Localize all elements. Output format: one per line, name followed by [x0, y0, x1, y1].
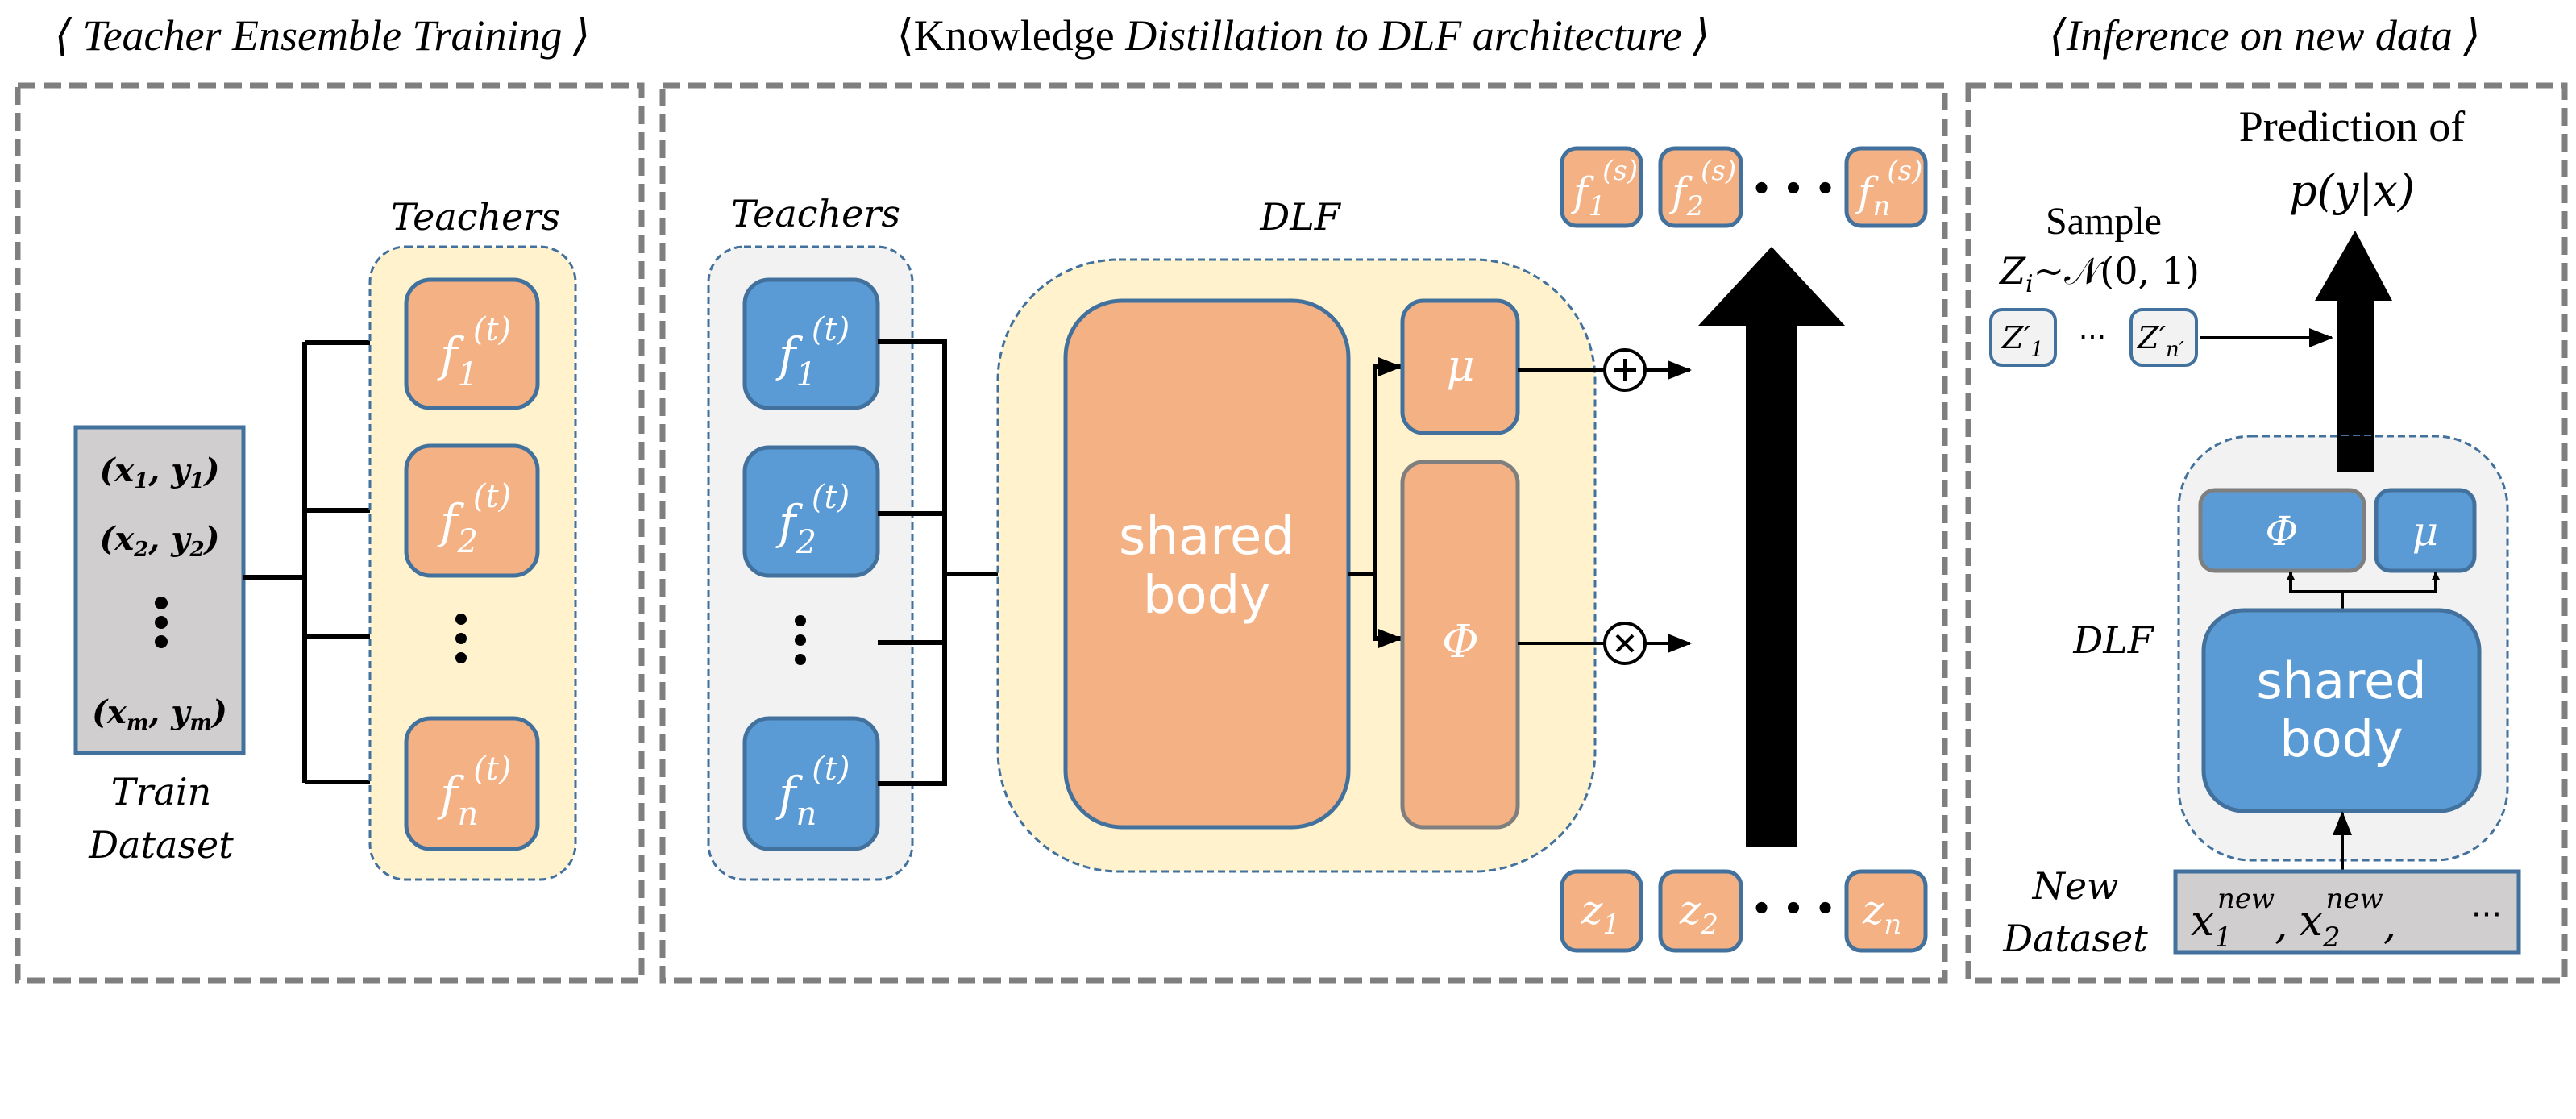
train-dataset: (x1, y1) (x2, y2) (xm, ym) Train Dataset	[73, 425, 246, 867]
teachers-group-middle: Teachers f1(t) f2(t) fn(t)	[707, 192, 914, 881]
svg-text:Φ: Φ	[1442, 616, 1479, 668]
prediction-label: Prediction of	[2239, 102, 2465, 151]
new-dataset-box: x1new,x2new, ···	[2173, 869, 2521, 955]
latent-box-2: z2	[1658, 869, 1743, 953]
shared-body-blue: shared body	[2201, 608, 2482, 813]
svg-text:body: body	[1143, 566, 1270, 626]
dlf-group-right: DLF Φ μ shared body	[2072, 435, 2509, 862]
title-inference-on-new-data: ⟨Inference on new data ⟩	[2050, 11, 2481, 60]
mu-output-path	[1518, 348, 1692, 392]
body-to-heads-connectors-right	[2287, 572, 2440, 610]
svg-text:shared: shared	[1119, 507, 1294, 567]
teacher-blue-box-1: f1(t)	[742, 277, 880, 410]
teachers-vertical-ellipsis-left	[455, 614, 467, 663]
sample-distribution: Zi~𝒩(0, 1)	[1998, 249, 2200, 298]
dlf-label-right: DLF	[2072, 618, 2154, 662]
phi-output-path	[1518, 622, 1692, 665]
svg-text:μ: μ	[2412, 508, 2439, 555]
title-teacher-ensemble-training: ⟨ Teacher Ensemble Training ⟩	[55, 11, 590, 60]
student-box-1: f1(s)	[1560, 146, 1643, 228]
teachers-to-dlf-connectors	[878, 339, 1051, 786]
sample-box-n: Z′n′	[2129, 308, 2198, 367]
new-dataset-ellipsis: ···	[2471, 896, 2502, 934]
panel-inference	[1965, 82, 2568, 984]
svg-text:μ: μ	[1446, 340, 1474, 391]
student-outputs-row: f1(s) f2(s) • • • fn(s)	[1560, 146, 1928, 228]
title-knowledge-upright: ⟨Knowledge	[897, 11, 1126, 60]
dataset-vertical-ellipsis	[155, 597, 168, 648]
train-dataset-label-1: Train	[111, 770, 211, 813]
title-knowledge-distillation: ⟨Knowledge Distillation to DLF architect…	[897, 11, 1710, 60]
shared-body-orange: shared body	[1063, 298, 1351, 830]
phi-head-blue: Φ	[2198, 488, 2366, 573]
new-dataset-label-1: New	[2032, 864, 2119, 908]
teacher-box-n: fn(t)	[404, 716, 540, 851]
latent-inputs-row: z1 z2 • • • zn	[1560, 869, 1928, 953]
mu-head-orange: μ	[1400, 298, 1520, 435]
teacher-box-2: f2(t)	[404, 443, 540, 578]
dataset-row-m: (xm, ym)	[92, 693, 227, 735]
latent-box-1: z1	[1560, 869, 1643, 953]
new-dataset-label-2: Dataset	[2002, 917, 2148, 960]
svg-text:Z′1: Z′1	[2001, 320, 2044, 362]
svg-text:Φ: Φ	[2266, 508, 2299, 555]
prediction-formula: p(y|x)	[2289, 165, 2415, 216]
student-ellipsis: • • •	[1751, 171, 1836, 208]
svg-text:shared: shared	[2256, 651, 2426, 710]
teacher-blue-box-2: f2(t)	[742, 445, 880, 578]
svg-text:f2(t): f2(t)	[437, 478, 511, 560]
teachers-label-left: Teachers	[391, 195, 560, 239]
teachers-label-middle: Teachers	[731, 192, 900, 235]
sample-label: Sample	[2046, 200, 2162, 243]
latent-ellipsis: • • •	[1751, 891, 1836, 928]
svg-text:f1(t): f1(t)	[437, 311, 511, 393]
panel-teacher-ensemble-training	[15, 82, 645, 984]
title-distillation-italic: Distillation to DLF architecture ⟩	[1124, 11, 1710, 60]
big-up-arrow-icon	[1698, 247, 1845, 847]
sample-box-1: Z′1	[1989, 308, 2057, 367]
svg-text:body: body	[2279, 709, 2403, 768]
dlf-group-middle: DLF shared body μ Φ	[996, 195, 1597, 873]
panel-knowledge-distillation	[659, 82, 1948, 984]
phi-head-orange: Φ	[1400, 460, 1520, 830]
student-box-2: f2(s)	[1658, 146, 1743, 228]
body-to-heads-connectors	[1348, 357, 1402, 648]
svg-text:z2: z2	[1679, 887, 1718, 941]
svg-text:x1new,x2new,: x1new,x2new,	[2191, 883, 2396, 954]
train-dataset-box	[73, 425, 246, 755]
dlf-label-middle: DLF	[1259, 195, 1341, 239]
teacher-blue-box-n: fn(t)	[742, 716, 880, 851]
train-dataset-label-2: Dataset	[88, 823, 234, 867]
teachers-group-left: Teachers f1(t) f2(t) fn(t)	[368, 195, 577, 881]
teachers-vertical-ellipsis-middle	[795, 615, 806, 665]
svg-text:zn: zn	[1862, 887, 1901, 941]
svg-text:f2(s): f2(s)	[1668, 155, 1736, 223]
sample-ellipsis: ···	[2079, 321, 2106, 354]
svg-text:Z′n′: Z′n′	[2137, 320, 2184, 362]
prediction-up-arrow-icon	[2315, 231, 2392, 472]
student-box-n: fn(s)	[1844, 146, 1928, 228]
svg-text:z1: z1	[1581, 887, 1620, 941]
teacher-box-1: f1(t)	[404, 277, 540, 410]
mu-head-blue: μ	[2374, 488, 2477, 573]
latent-box-n: zn	[1844, 869, 1928, 953]
